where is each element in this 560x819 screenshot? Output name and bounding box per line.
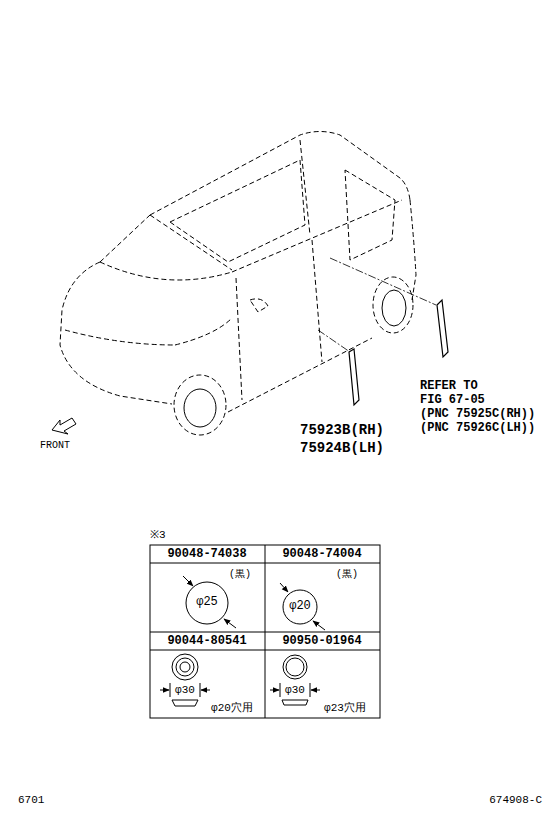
part-number: 90048-74038: [167, 548, 246, 561]
color-note: (黒): [336, 569, 358, 580]
part-number: 90950-01964: [282, 635, 361, 648]
part-number: 90048-74004: [282, 548, 361, 561]
color-note: (黒): [229, 569, 251, 580]
part-number: 75924B(LH): [300, 441, 384, 456]
dimension: φ30: [175, 684, 195, 696]
page-code: 6701: [18, 794, 44, 806]
wheel-detail: [184, 290, 406, 427]
dimension: φ30: [285, 684, 305, 696]
note-text: FIG 67-05: [420, 394, 485, 407]
note-text: (PNC 75925C(RH)): [420, 408, 535, 421]
front-arrow: [52, 418, 76, 434]
direction-label: FRONT: [40, 440, 70, 451]
note-text: (PNC 75926C(LH)): [420, 422, 535, 435]
dimension: φ20穴用: [211, 702, 253, 714]
dimension: φ25: [196, 596, 218, 609]
part-number: 90044-80541: [167, 635, 246, 648]
figure-code: 674908-C: [489, 794, 542, 806]
car-outline: [60, 132, 416, 436]
note-mark: ※3: [150, 529, 166, 541]
dimension: φ20: [289, 600, 311, 613]
part-number: 75923B(RH): [300, 423, 384, 438]
leader-lines: [318, 258, 436, 352]
note-text: REFER TO: [420, 380, 478, 393]
table: [150, 545, 380, 718]
dimension: φ23穴用: [324, 702, 366, 714]
